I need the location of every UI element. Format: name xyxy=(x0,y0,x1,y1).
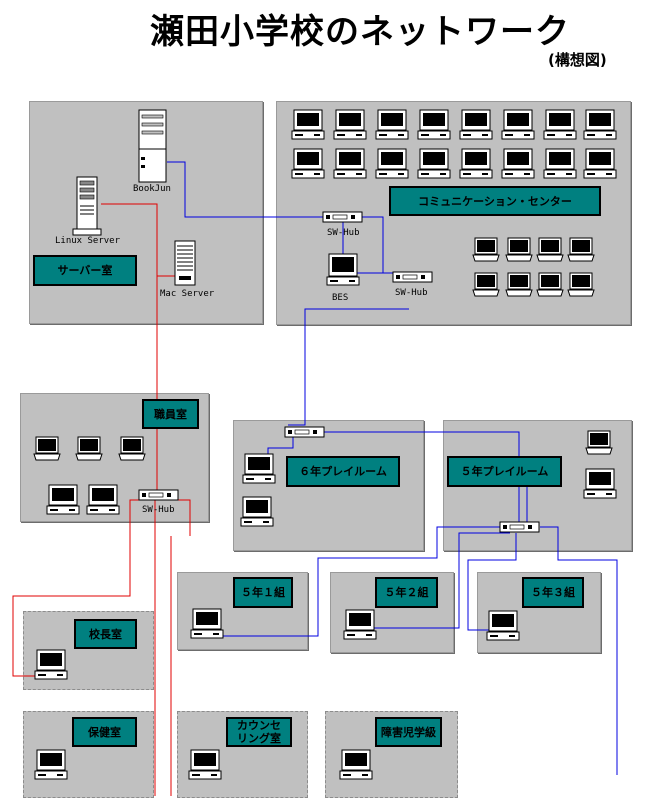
label-special-class: 障害児学級 xyxy=(375,717,442,747)
blue-wire-bookjun xyxy=(167,161,325,218)
blue-wire-g6-g5 xyxy=(322,431,520,522)
computer-icon xyxy=(543,148,577,179)
laptop-icon xyxy=(505,272,533,297)
swhub-staff-icon xyxy=(138,489,179,501)
bookjun-server-icon xyxy=(138,109,167,183)
page-subtitle: (構想図) xyxy=(548,51,607,69)
label-grade6-playroom: ６年プレイルーム xyxy=(286,456,400,487)
red-wire-principal xyxy=(12,499,160,677)
linux-server-caption: Linux Server xyxy=(55,236,121,246)
swhub-right-caption: SW-Hub xyxy=(395,288,428,298)
label-principal-room: 校長室 xyxy=(74,619,137,649)
label-class-5-3: ５年３組 xyxy=(522,577,584,608)
computer-icon xyxy=(375,109,409,140)
computer-icon xyxy=(459,109,493,140)
label-staff-room: 職員室 xyxy=(142,399,199,429)
computer-icon xyxy=(34,649,68,680)
page-title: 瀬田小学校のネットワーク xyxy=(150,12,570,52)
computer-icon xyxy=(291,148,325,179)
label-class-5-2: ５年２組 xyxy=(375,577,438,608)
blue-wire-5-1 xyxy=(220,526,505,637)
computer-icon xyxy=(417,109,451,140)
blue-wire-backbone xyxy=(288,308,409,426)
label-counseling-room: カウンセリング室 xyxy=(226,717,292,747)
computer-icon xyxy=(240,496,274,527)
computer-icon xyxy=(501,109,535,140)
swhub-top-icon xyxy=(322,211,363,223)
computer-icon xyxy=(543,109,577,140)
computer-icon xyxy=(343,609,377,640)
computer-icon xyxy=(417,148,451,179)
label-nurse-room: 保健室 xyxy=(72,717,137,747)
computer-icon xyxy=(242,453,276,484)
blue-wire-5-2 xyxy=(370,532,510,629)
label-grade5-playroom: ５年プレイルーム xyxy=(447,456,562,487)
computer-icon xyxy=(339,749,373,780)
laptop-icon xyxy=(75,436,103,461)
bes-computer-icon xyxy=(326,253,360,286)
laptop-icon xyxy=(118,436,146,461)
laptop-icon xyxy=(472,237,500,262)
label-communication-center: コミュニケーション・センター xyxy=(389,186,601,216)
label-server-room: サーバー室 xyxy=(33,255,137,286)
blue-wire-extra xyxy=(540,526,618,775)
computer-icon xyxy=(486,610,520,641)
hub-grade6-icon xyxy=(284,426,325,438)
label-class-5-1: ５年１組 xyxy=(233,577,293,608)
laptop-icon xyxy=(585,430,613,455)
computer-icon xyxy=(86,484,120,515)
laptop-icon xyxy=(567,237,595,262)
laptop-icon xyxy=(472,272,500,297)
blue-wire-5-3 xyxy=(467,533,517,631)
computer-icon xyxy=(459,148,493,179)
computer-icon xyxy=(291,109,325,140)
linux-server-icon xyxy=(72,176,102,236)
blue-wire-hub-hub xyxy=(361,216,395,274)
bes-caption: BES xyxy=(332,293,349,303)
laptop-icon xyxy=(536,272,564,297)
swhub-right-icon xyxy=(392,271,433,283)
computer-icon xyxy=(333,148,367,179)
hub-grade5-icon xyxy=(499,521,540,533)
mac-server-icon xyxy=(174,240,196,286)
bookjun-caption: BookJun xyxy=(133,184,171,194)
laptop-icon xyxy=(505,237,533,262)
computer-icon xyxy=(190,608,224,639)
computer-icon xyxy=(375,148,409,179)
laptop-icon xyxy=(536,237,564,262)
swhub-top-caption: SW-Hub xyxy=(327,228,360,238)
computer-icon xyxy=(46,484,80,515)
swhub-staff-caption: SW-Hub xyxy=(142,505,175,515)
red-wire-staff-c xyxy=(175,499,191,536)
computer-icon xyxy=(583,468,617,499)
laptop-icon xyxy=(33,436,61,461)
mac-server-caption: Mac Server xyxy=(160,289,215,299)
laptop-icon xyxy=(567,272,595,297)
computer-icon xyxy=(188,749,222,780)
computer-icon xyxy=(34,749,68,780)
computer-icon xyxy=(583,148,617,179)
computer-icon xyxy=(333,109,367,140)
computer-icon xyxy=(583,109,617,140)
computer-icon xyxy=(501,148,535,179)
